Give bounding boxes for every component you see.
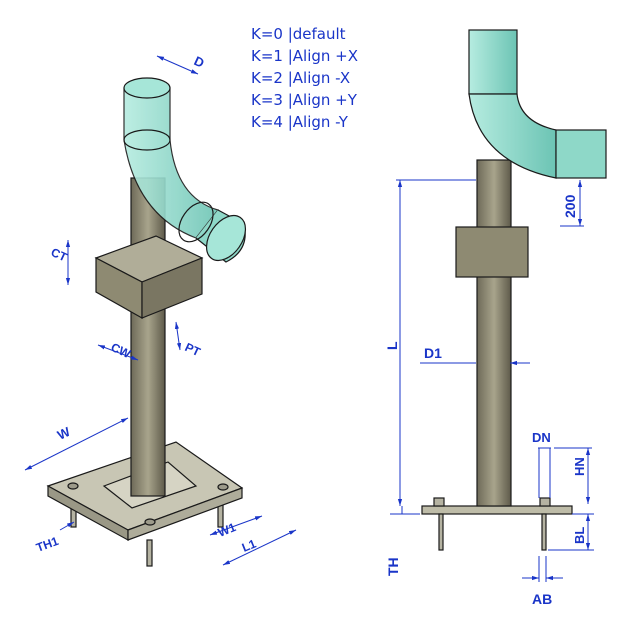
dim-label-th1: TH1 — [34, 534, 60, 555]
iso-collar — [94, 235, 204, 320]
dim-label-l1: L1 — [240, 536, 259, 554]
dim-label-l: L — [384, 341, 400, 350]
dim-label-hn: HN — [572, 457, 587, 476]
dim-label-w1: W1 — [216, 520, 238, 540]
anchor-nuts — [67, 482, 229, 526]
side-view: L D1 200 DN HN BL TH AB — [384, 29, 607, 607]
iso-dimensions — [24, 55, 297, 566]
side-collar — [455, 226, 529, 278]
dim-label-dn: DN — [532, 430, 551, 445]
dim-label-pt: PT — [183, 340, 203, 359]
dim-label-ab: AB — [532, 591, 552, 607]
legend-k4: K=4 |Align -Y — [251, 113, 348, 131]
legend-k1: K=1 |Align +X — [251, 47, 359, 65]
side-elbow-pipe — [468, 29, 607, 179]
dim-label-ct: CT — [49, 245, 70, 265]
side-base-plate — [421, 505, 573, 515]
dim-label-w: W — [55, 424, 73, 443]
iso-post — [130, 177, 166, 497]
dim-label-bl: BL — [572, 527, 587, 544]
side-anchor-bolts — [433, 497, 551, 551]
isometric-view: D CT CW PT W TH1 W1 L1 — [24, 53, 297, 567]
legend-k3: K=3 |Align +Y — [251, 91, 357, 109]
dim-label-th: TH — [385, 557, 401, 576]
side-post — [476, 159, 512, 507]
legend-k0: K=0 |default — [251, 25, 346, 43]
dim-label-d1: D1 — [424, 345, 442, 361]
legend-k2: K=2 |Align -X — [251, 69, 351, 87]
iso-elbow-pipe — [123, 77, 247, 263]
side-dimension-labels: L D1 200 DN HN BL TH AB — [384, 194, 587, 607]
side-dimensions — [390, 179, 594, 582]
dim-label-cw: CW — [109, 340, 134, 361]
alignment-legend: K=0 |default K=1 |Align +X K=2 |Align -X… — [251, 23, 358, 133]
dim-label-d: D — [192, 53, 207, 71]
dim-label-200: 200 — [562, 194, 578, 218]
